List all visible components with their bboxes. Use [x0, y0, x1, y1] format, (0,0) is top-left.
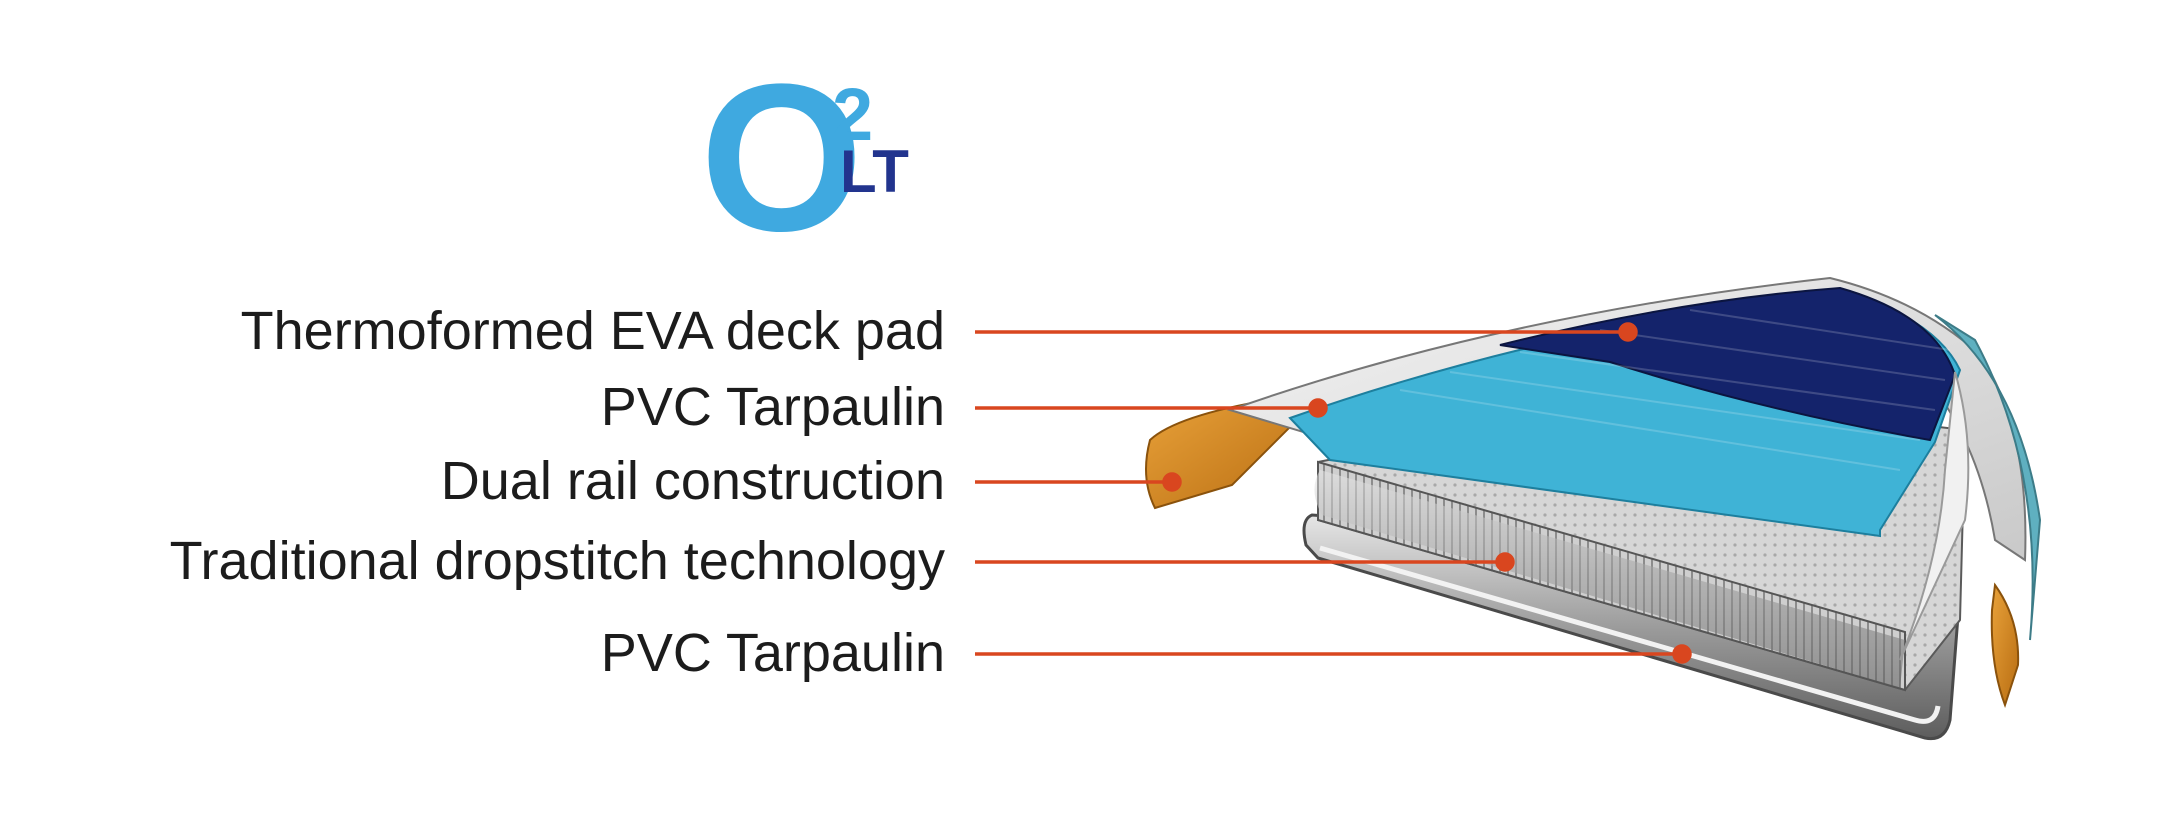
dropstitch-core-front — [1314, 470, 1905, 688]
deck-pad-dark — [1499, 286, 1957, 442]
callout-label-deck-pad: Thermoformed EVA deck pad — [240, 301, 945, 361]
deck-grooves — [1399, 309, 1951, 471]
deck-side-band — [1899, 371, 1970, 661]
callout-label-pvc-tarpaulin-bottom: PVC Tarpaulin — [600, 623, 945, 683]
leader-dot-dropstitch — [1495, 552, 1515, 572]
logo-suffix: LT — [840, 138, 909, 205]
bottom-tarpaulin-edge — [1319, 545, 1941, 724]
callout-label-dropstitch: Traditional dropstitch technology — [169, 531, 945, 591]
dual-rail-right — [1990, 582, 2020, 709]
callout-label-pvc-tarpaulin-top: PVC Tarpaulin — [600, 377, 945, 437]
leader-dot-pvc-tarpaulin-top — [1308, 398, 1328, 418]
leader-dot-dual-rail — [1162, 472, 1182, 492]
logo-superscript: 2 — [832, 73, 873, 156]
o2-lt-logo: O 2 LT — [700, 62, 909, 252]
leader-dot-deck-pad — [1618, 322, 1638, 342]
logo-letter: O — [700, 62, 863, 252]
leader-dot-pvc-tarpaulin-bottom — [1672, 644, 1692, 664]
callout-label-dual-rail: Dual rail construction — [440, 451, 945, 511]
top-tarpaulin-rim — [1934, 314, 2042, 641]
leader-lines — [975, 322, 1692, 664]
